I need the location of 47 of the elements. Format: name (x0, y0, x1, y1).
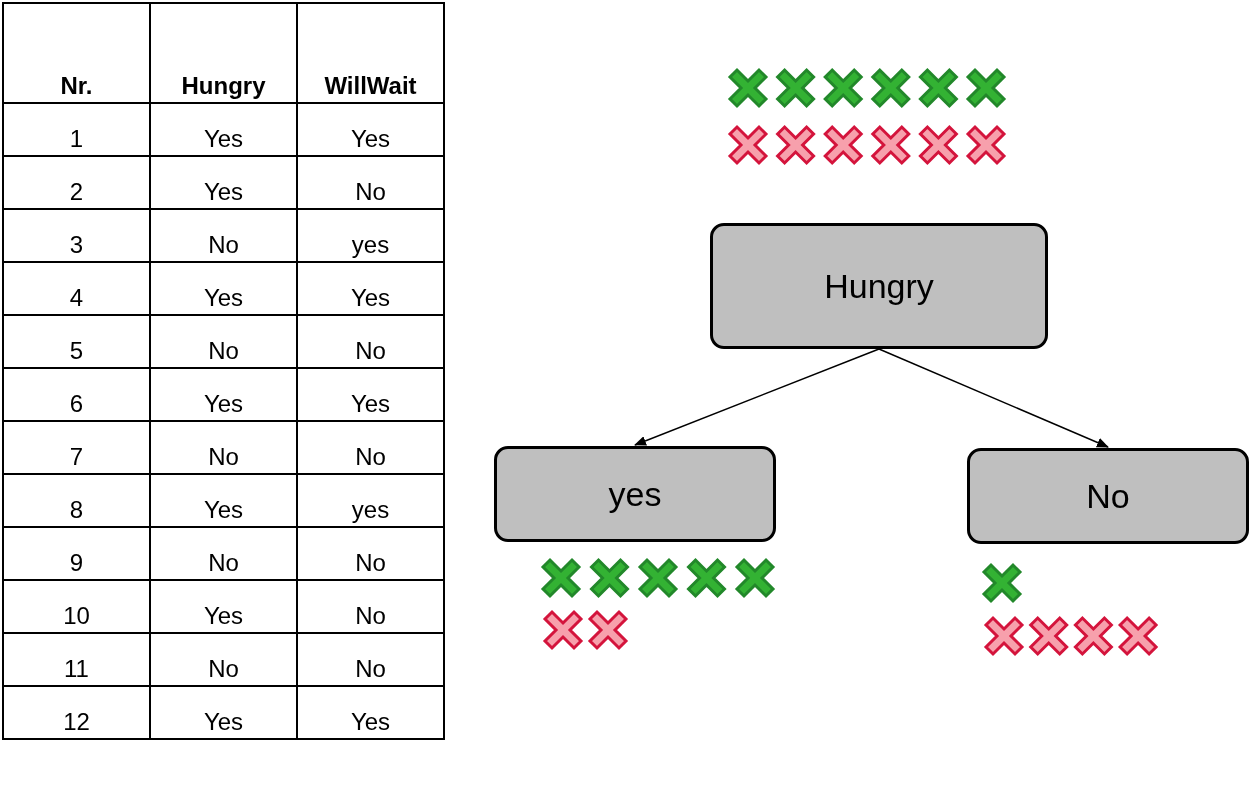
table-cell: 7 (3, 421, 150, 474)
table-cell: No (150, 315, 297, 368)
node-label: yes (608, 474, 662, 514)
table-cell: Yes (150, 262, 297, 315)
node-label: Hungry (824, 266, 934, 306)
table-cell: yes (297, 209, 444, 262)
table-cell: No (150, 633, 297, 686)
table-cell: No (297, 633, 444, 686)
decision-node-box (494, 446, 776, 542)
table-cell: 3 (3, 209, 150, 262)
arrow (634, 348, 880, 446)
table-cell: Yes (150, 103, 297, 156)
table-cell: 9 (3, 527, 150, 580)
table-cell: 4 (3, 262, 150, 315)
table-cell: Yes (150, 474, 297, 527)
table-cell: No (297, 156, 444, 209)
table-cell: yes (297, 474, 444, 527)
header-cell: Hungry (150, 3, 297, 103)
table-cell: No (297, 421, 444, 474)
table-cell: Yes (297, 262, 444, 315)
table-cell: Yes (297, 368, 444, 421)
table-cell: 2 (3, 156, 150, 209)
table-cell: No (297, 527, 444, 580)
table-cell: 6 (3, 368, 150, 421)
table-cell: No (297, 315, 444, 368)
arrow (878, 348, 1109, 448)
table-cell: Yes (297, 103, 444, 156)
header-cell: WillWait (297, 3, 444, 103)
table-cell: Yes (150, 580, 297, 633)
table-cell: No (150, 209, 297, 262)
decision-node-box (710, 223, 1048, 349)
table-cell: No (150, 421, 297, 474)
node-label: No (1086, 476, 1130, 516)
table-cell: No (150, 527, 297, 580)
table-cell: Yes (150, 686, 297, 739)
header-cell: Nr. (3, 3, 150, 103)
table-cell: 8 (3, 474, 150, 527)
table-cell: 5 (3, 315, 150, 368)
table-cell: Yes (297, 686, 444, 739)
table-cell: 12 (3, 686, 150, 739)
table-cell: 1 (3, 103, 150, 156)
decision-node-box (967, 448, 1249, 544)
table-cell: No (297, 580, 444, 633)
table-cell: 10 (3, 580, 150, 633)
table-cell: 11 (3, 633, 150, 686)
table-cell: Yes (150, 368, 297, 421)
table-cell: Yes (150, 156, 297, 209)
